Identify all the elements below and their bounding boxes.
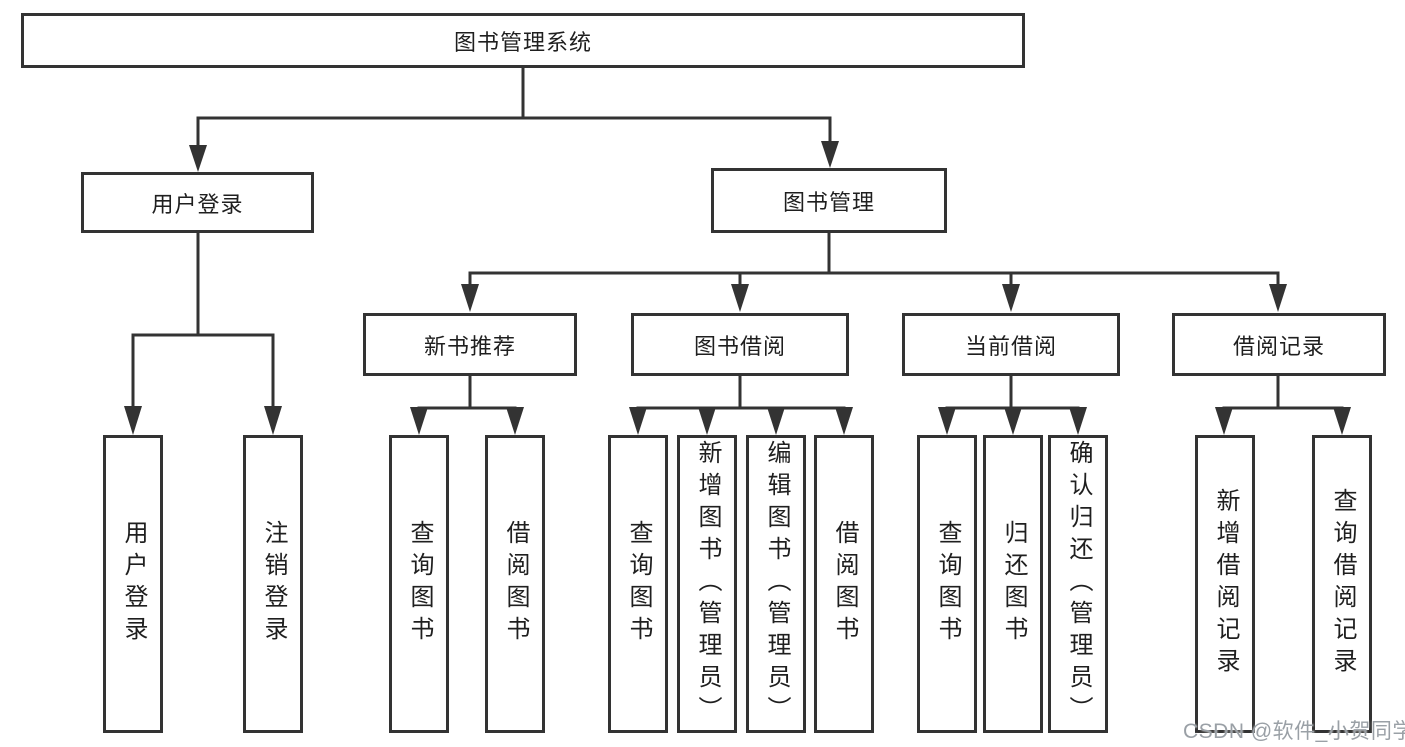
node-new-book-recommend: 新书推荐 [363, 313, 577, 376]
node-label: 归还图书 [1000, 520, 1027, 648]
node-label: 图书管理系统 [453, 29, 592, 55]
leaf-borrow-books-recommend: 借阅图书 [485, 435, 545, 733]
node-label: 新增借阅记录 [1212, 488, 1239, 680]
node-label: 查询图书 [625, 520, 652, 648]
leaf-borrow-books: 借阅图书 [814, 435, 874, 733]
node-label: 借阅图书 [502, 520, 529, 648]
node-book-borrow: 图书借阅 [631, 313, 849, 376]
node-label: 查询图书 [934, 520, 961, 648]
node-library-system: 图书管理系统 [21, 13, 1025, 68]
node-label: 确认归还（管理员） [1065, 440, 1092, 728]
node-label: 查询借阅记录 [1329, 488, 1356, 680]
node-label: 图书管理 [782, 189, 875, 215]
node-label: 借阅图书 [831, 520, 858, 648]
node-user-login: 用户登录 [81, 172, 314, 233]
node-label: 用户登录 [120, 520, 147, 648]
node-book-management: 图书管理 [711, 168, 947, 233]
leaf-query-books-borrow: 查询图书 [608, 435, 668, 733]
leaf-query-borrow-record: 查询借阅记录 [1312, 435, 1372, 733]
leaf-add-borrow-record: 新增借阅记录 [1195, 435, 1255, 733]
node-label: 新书推荐 [423, 333, 516, 359]
node-label: 编辑图书（管理员） [763, 440, 790, 728]
node-label: 当前借阅 [964, 333, 1057, 359]
node-label: 新增图书（管理员） [694, 440, 721, 728]
leaf-logout: 注销登录 [243, 435, 303, 733]
node-current-borrow: 当前借阅 [902, 313, 1120, 376]
node-borrow-records: 借阅记录 [1172, 313, 1386, 376]
leaf-add-book-admin: 新增图书（管理员） [677, 435, 737, 733]
leaf-confirm-return-admin: 确认归还（管理员） [1048, 435, 1108, 733]
leaf-query-books-current: 查询图书 [917, 435, 977, 733]
leaf-edit-book-admin: 编辑图书（管理员） [746, 435, 806, 733]
node-label: 查询图书 [406, 520, 433, 648]
watermark: CSDN @软件_小贺同学 [1183, 720, 1405, 743]
leaf-query-books-recommend: 查询图书 [389, 435, 449, 733]
node-label: 用户登录 [151, 191, 244, 217]
node-label: 借阅记录 [1232, 333, 1325, 359]
node-label: 注销登录 [260, 520, 287, 648]
leaf-user-login: 用户登录 [103, 435, 163, 733]
node-label: 图书借阅 [693, 333, 786, 359]
leaf-return-book: 归还图书 [983, 435, 1043, 733]
